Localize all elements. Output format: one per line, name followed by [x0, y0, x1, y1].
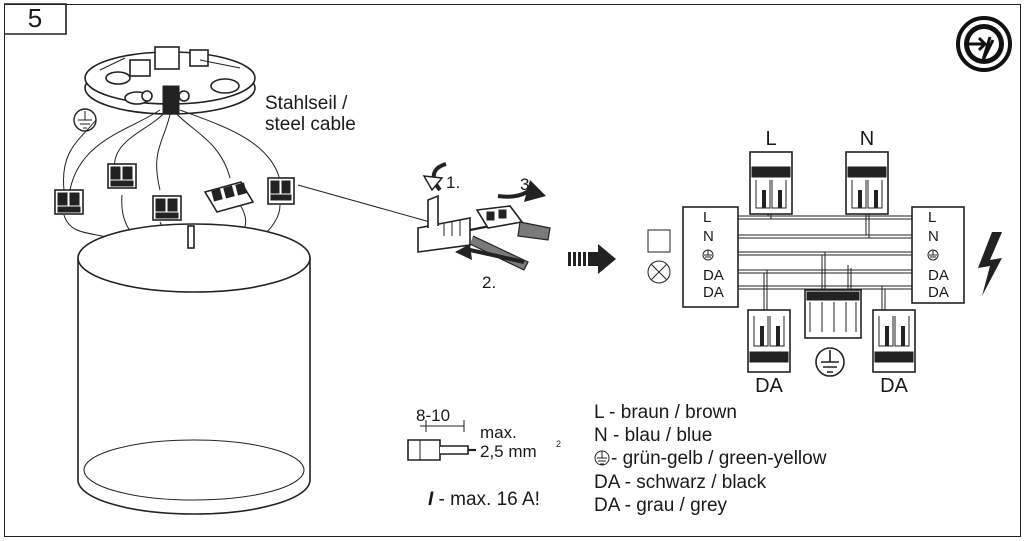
right-block-L: L [928, 209, 936, 226]
luminaire-symbol-icon [647, 229, 671, 284]
terminal-L-label: L [765, 128, 776, 150]
high-voltage-icon [978, 232, 1002, 296]
terminal-N-label: N [860, 128, 874, 150]
power-off-warning-icon [956, 16, 1012, 72]
left-terminal-block: L N DA DA [682, 206, 739, 308]
ceiling-mount-plate-illustration [84, 46, 256, 115]
left-block-DA1: DA [703, 267, 724, 284]
step-number-box: 5 [4, 3, 67, 35]
steel-cable-label-de: Stahlseil / [265, 93, 348, 114]
current-symbol: I [428, 489, 434, 510]
step-number: 5 [28, 3, 42, 33]
wire-color-legend: L - braun / brown N - blau / blue - grün… [594, 402, 827, 516]
left-block-DA2: DA [703, 284, 724, 301]
cross-section-value: 2,5 mm [480, 442, 537, 461]
terminal-DA-left-label: DA [755, 375, 783, 397]
terminal-DA-right: DA [872, 309, 916, 397]
terminal-DA-left: DA [747, 309, 791, 397]
legend-N: N - blau / blue [594, 425, 712, 446]
step-1-label: 1. [446, 173, 460, 192]
left-block-L: L [703, 209, 711, 226]
connection-wires [738, 212, 912, 310]
connector-operation-illustration [417, 162, 551, 271]
step-2-label: 2. [482, 273, 496, 292]
direction-arrow-icon [568, 244, 616, 274]
panel-frame [4, 4, 1021, 537]
right-block-DA2: DA [928, 284, 949, 301]
wire-strip-diagram: 8-10 max. 2,5 mm 2 [407, 406, 561, 461]
step-3-label: 3. [520, 175, 534, 194]
legend-earth: - grün-gelb / green-yellow [611, 448, 827, 469]
steel-cable-label-en: steel cable [265, 114, 356, 135]
terminal-earth [804, 289, 862, 377]
legend-DA-black: DA - schwarz / black [594, 472, 767, 493]
right-block-N: N [928, 228, 939, 245]
terminal-L: L [749, 128, 793, 215]
right-terminal-block: L N DA DA [911, 206, 965, 304]
cross-section-superscript: 2 [556, 439, 561, 449]
cross-section-max: max. [480, 423, 517, 442]
left-block-N: N [703, 228, 714, 245]
current-rating: I - max. 16 A! [428, 489, 540, 510]
terminal-N: N [845, 128, 889, 215]
ground-symbol-icon [73, 108, 97, 132]
legend-L: L - braun / brown [594, 402, 737, 423]
current-text: - max. 16 A! [433, 489, 540, 510]
right-block-DA1: DA [928, 267, 949, 284]
strip-length-label: 8-10 [416, 406, 450, 425]
luminaire-terminal-blocks [54, 163, 295, 221]
legend-DA-grey: DA - grau / grey [594, 495, 728, 516]
terminal-DA-right-label: DA [880, 375, 908, 397]
luminaire-cylinder-illustration [77, 223, 311, 515]
